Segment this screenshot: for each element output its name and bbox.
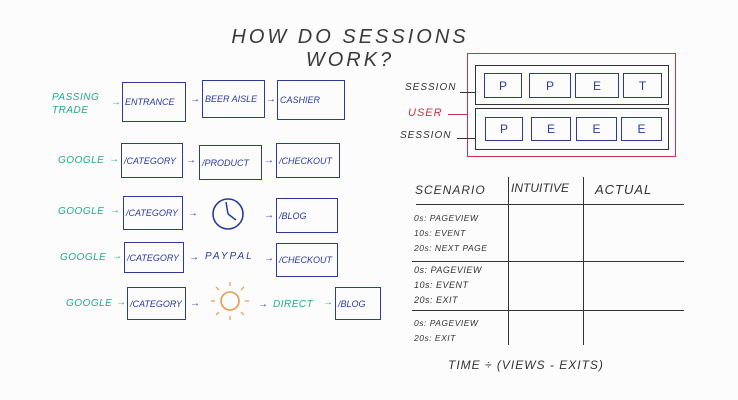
arrow-icon: → bbox=[190, 298, 200, 309]
source-google: GOOGLE bbox=[58, 206, 105, 217]
step-checkout: /CHECKOUT bbox=[276, 143, 340, 178]
hit-event: E bbox=[575, 73, 619, 98]
arrow-icon: → bbox=[109, 154, 119, 165]
step-category: /CATEGORY bbox=[121, 143, 183, 178]
scenario-line: 10s: EVENT bbox=[414, 280, 469, 290]
session-label: SESSION bbox=[405, 82, 457, 93]
step-paypal: PAYPAL bbox=[205, 251, 254, 262]
hit-pageview: P bbox=[484, 73, 522, 98]
scenario-line: 20s: EXIT bbox=[414, 295, 459, 305]
arrow-icon: → bbox=[111, 97, 121, 108]
step-category: /CATEGORY bbox=[124, 242, 184, 273]
arrow-icon: → bbox=[264, 155, 274, 166]
step-cashier: CASHIER bbox=[277, 80, 345, 120]
hit-pageview: P bbox=[529, 73, 571, 98]
source-google: GOOGLE bbox=[58, 155, 105, 166]
scenario-line: 0s: PAGEVIEW bbox=[414, 265, 482, 275]
arrow-icon: → bbox=[266, 94, 276, 105]
session-label: SESSION bbox=[400, 130, 452, 141]
leader-line bbox=[448, 114, 467, 115]
step-category: /CATEGORY bbox=[127, 287, 186, 320]
session-box-2 bbox=[475, 108, 669, 150]
leader-line bbox=[460, 92, 475, 93]
user-box bbox=[467, 53, 676, 157]
source-google: GOOGLE bbox=[66, 298, 113, 309]
leader-line bbox=[457, 138, 475, 139]
arrow-icon: → bbox=[264, 253, 274, 264]
table-rule bbox=[416, 204, 684, 206]
table-rule bbox=[412, 310, 684, 312]
scenario-line: 20s: EXIT bbox=[414, 333, 456, 343]
arrow-icon: → bbox=[186, 155, 196, 166]
arrow-icon: → bbox=[264, 210, 274, 221]
scenario-3: 0s: PAGEVIEW 20s: EXIT bbox=[414, 316, 478, 346]
scenario-1: 0s: PAGEVIEW 10s: EVENT 20s: NEXT PAGE bbox=[414, 211, 487, 256]
session-box-1 bbox=[475, 65, 669, 105]
step-checkout: /CHECKOUT bbox=[276, 243, 338, 277]
scenario-line: 10s: EVENT bbox=[414, 228, 466, 238]
arrow-icon: → bbox=[190, 94, 200, 105]
header-actual: ACTUAL bbox=[595, 182, 653, 197]
formula: TIME ÷ (VIEWS - EXITS) bbox=[448, 358, 604, 372]
hit-event: E bbox=[621, 117, 662, 141]
arrow-icon: → bbox=[112, 251, 122, 262]
step-direct: DIRECT bbox=[273, 299, 314, 310]
step-blog: /BLOG bbox=[276, 198, 338, 233]
user-label: USER bbox=[408, 107, 443, 119]
step-blog: /BLOG bbox=[335, 287, 381, 320]
scenario-line: 0s: PAGEVIEW bbox=[414, 213, 479, 223]
step-beer-aisle: BEER AISLE bbox=[202, 80, 265, 118]
arrow-icon: → bbox=[258, 299, 268, 310]
header-intuitive: INTUITIVE bbox=[511, 181, 570, 195]
source-google: GOOGLE bbox=[60, 252, 107, 263]
arrow-icon: → bbox=[189, 252, 199, 263]
step-entrance: ENTRANCE bbox=[122, 82, 186, 122]
hit-timing: T bbox=[623, 73, 662, 98]
arrow-icon: → bbox=[116, 297, 126, 308]
step-product: /PRODUCT bbox=[199, 145, 262, 180]
arrow-icon: → bbox=[110, 205, 120, 216]
step-category: /CATEGORY bbox=[123, 196, 183, 230]
table-rule bbox=[412, 261, 684, 263]
scenario-line: 0s: PAGEVIEW bbox=[414, 318, 479, 328]
header-scenario: SCENARIO bbox=[415, 183, 486, 197]
arrow-icon: → bbox=[188, 208, 198, 219]
hit-event: E bbox=[576, 117, 617, 141]
scenario-line: 20s: NEXT PAGE bbox=[414, 243, 488, 253]
clock-icon bbox=[212, 198, 244, 230]
scenario-2: 0s: PAGEVIEW 10s: EVENT 20s: EXIT bbox=[414, 263, 482, 308]
hit-pageview: P bbox=[485, 117, 523, 141]
source-passing-trade: PASSING TRADE bbox=[52, 92, 100, 116]
hit-event: E bbox=[531, 117, 571, 141]
sun-icon bbox=[211, 282, 249, 320]
table-rule bbox=[583, 177, 585, 345]
table-rule bbox=[508, 177, 510, 345]
arrow-icon: → bbox=[323, 297, 333, 308]
page-title: HOW DO SESSIONS WORK? bbox=[231, 26, 469, 71]
